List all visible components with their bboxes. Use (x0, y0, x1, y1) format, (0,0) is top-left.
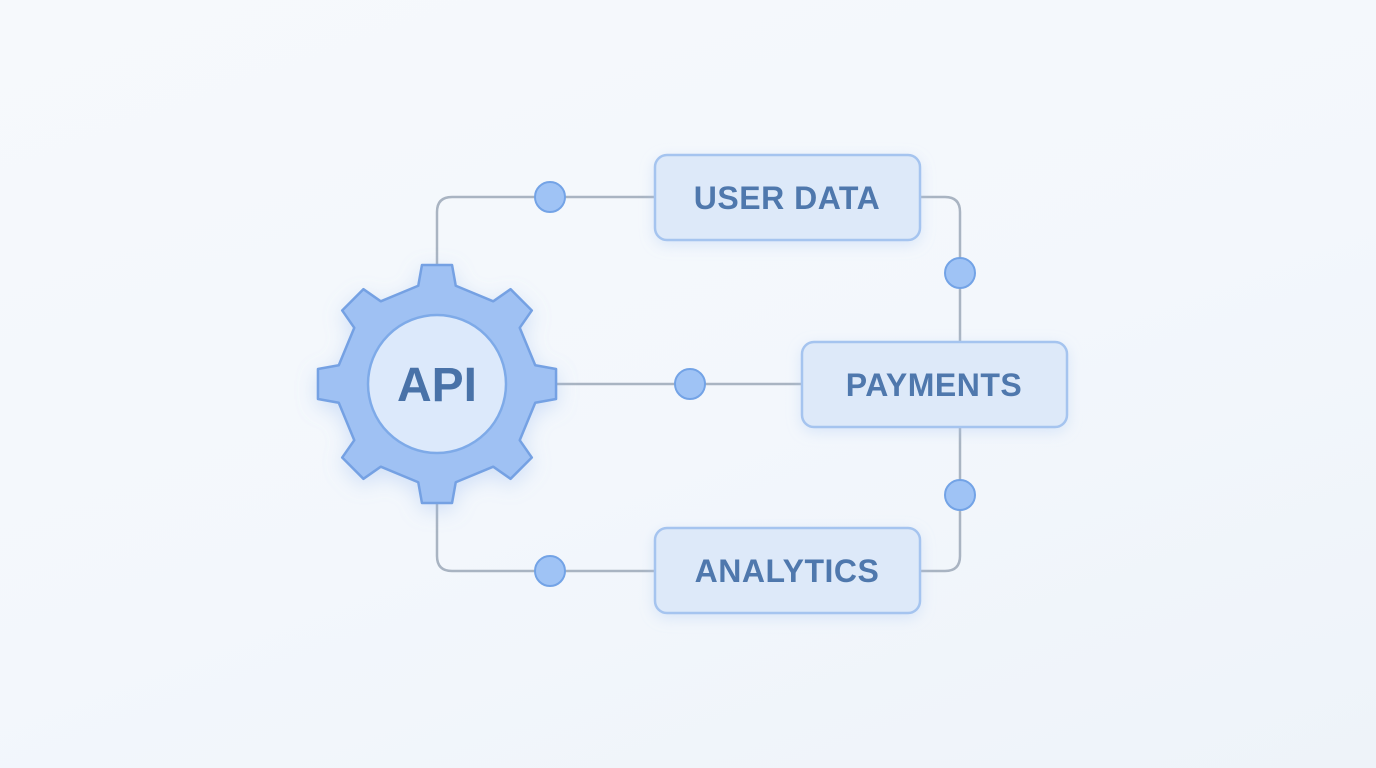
connector-dots (534, 181, 976, 587)
node-analytics[interactable]: ANALYTICS (653, 526, 922, 615)
dot-payments-link (674, 368, 706, 400)
api-hub-label: API (397, 359, 477, 412)
dot-user-data-payments (944, 257, 976, 289)
api-hub[interactable]: API (316, 263, 558, 505)
node-user-data[interactable]: USER DATA (653, 153, 922, 242)
node-analytics-box (653, 526, 922, 615)
node-payments[interactable]: PAYMENTS (800, 340, 1069, 429)
node-payments-box (800, 340, 1069, 429)
connector-payments-analytics (920, 427, 962, 573)
node-analytics-label: ANALYTICS (695, 553, 880, 589)
dot-payments-analytics (944, 479, 976, 511)
connector-hub-analytics (435, 502, 656, 573)
connector-user-data-payments (920, 195, 962, 342)
node-payments-label: PAYMENTS (846, 367, 1022, 403)
connector-lines (435, 195, 962, 573)
node-user-data-label: USER DATA (694, 180, 880, 216)
dot-analytics-link (534, 555, 566, 587)
dot-user-data-link (534, 181, 566, 213)
connector-hub-user-data (435, 195, 656, 268)
node-user-data-box (653, 153, 922, 242)
api-hub-center (366, 313, 508, 455)
